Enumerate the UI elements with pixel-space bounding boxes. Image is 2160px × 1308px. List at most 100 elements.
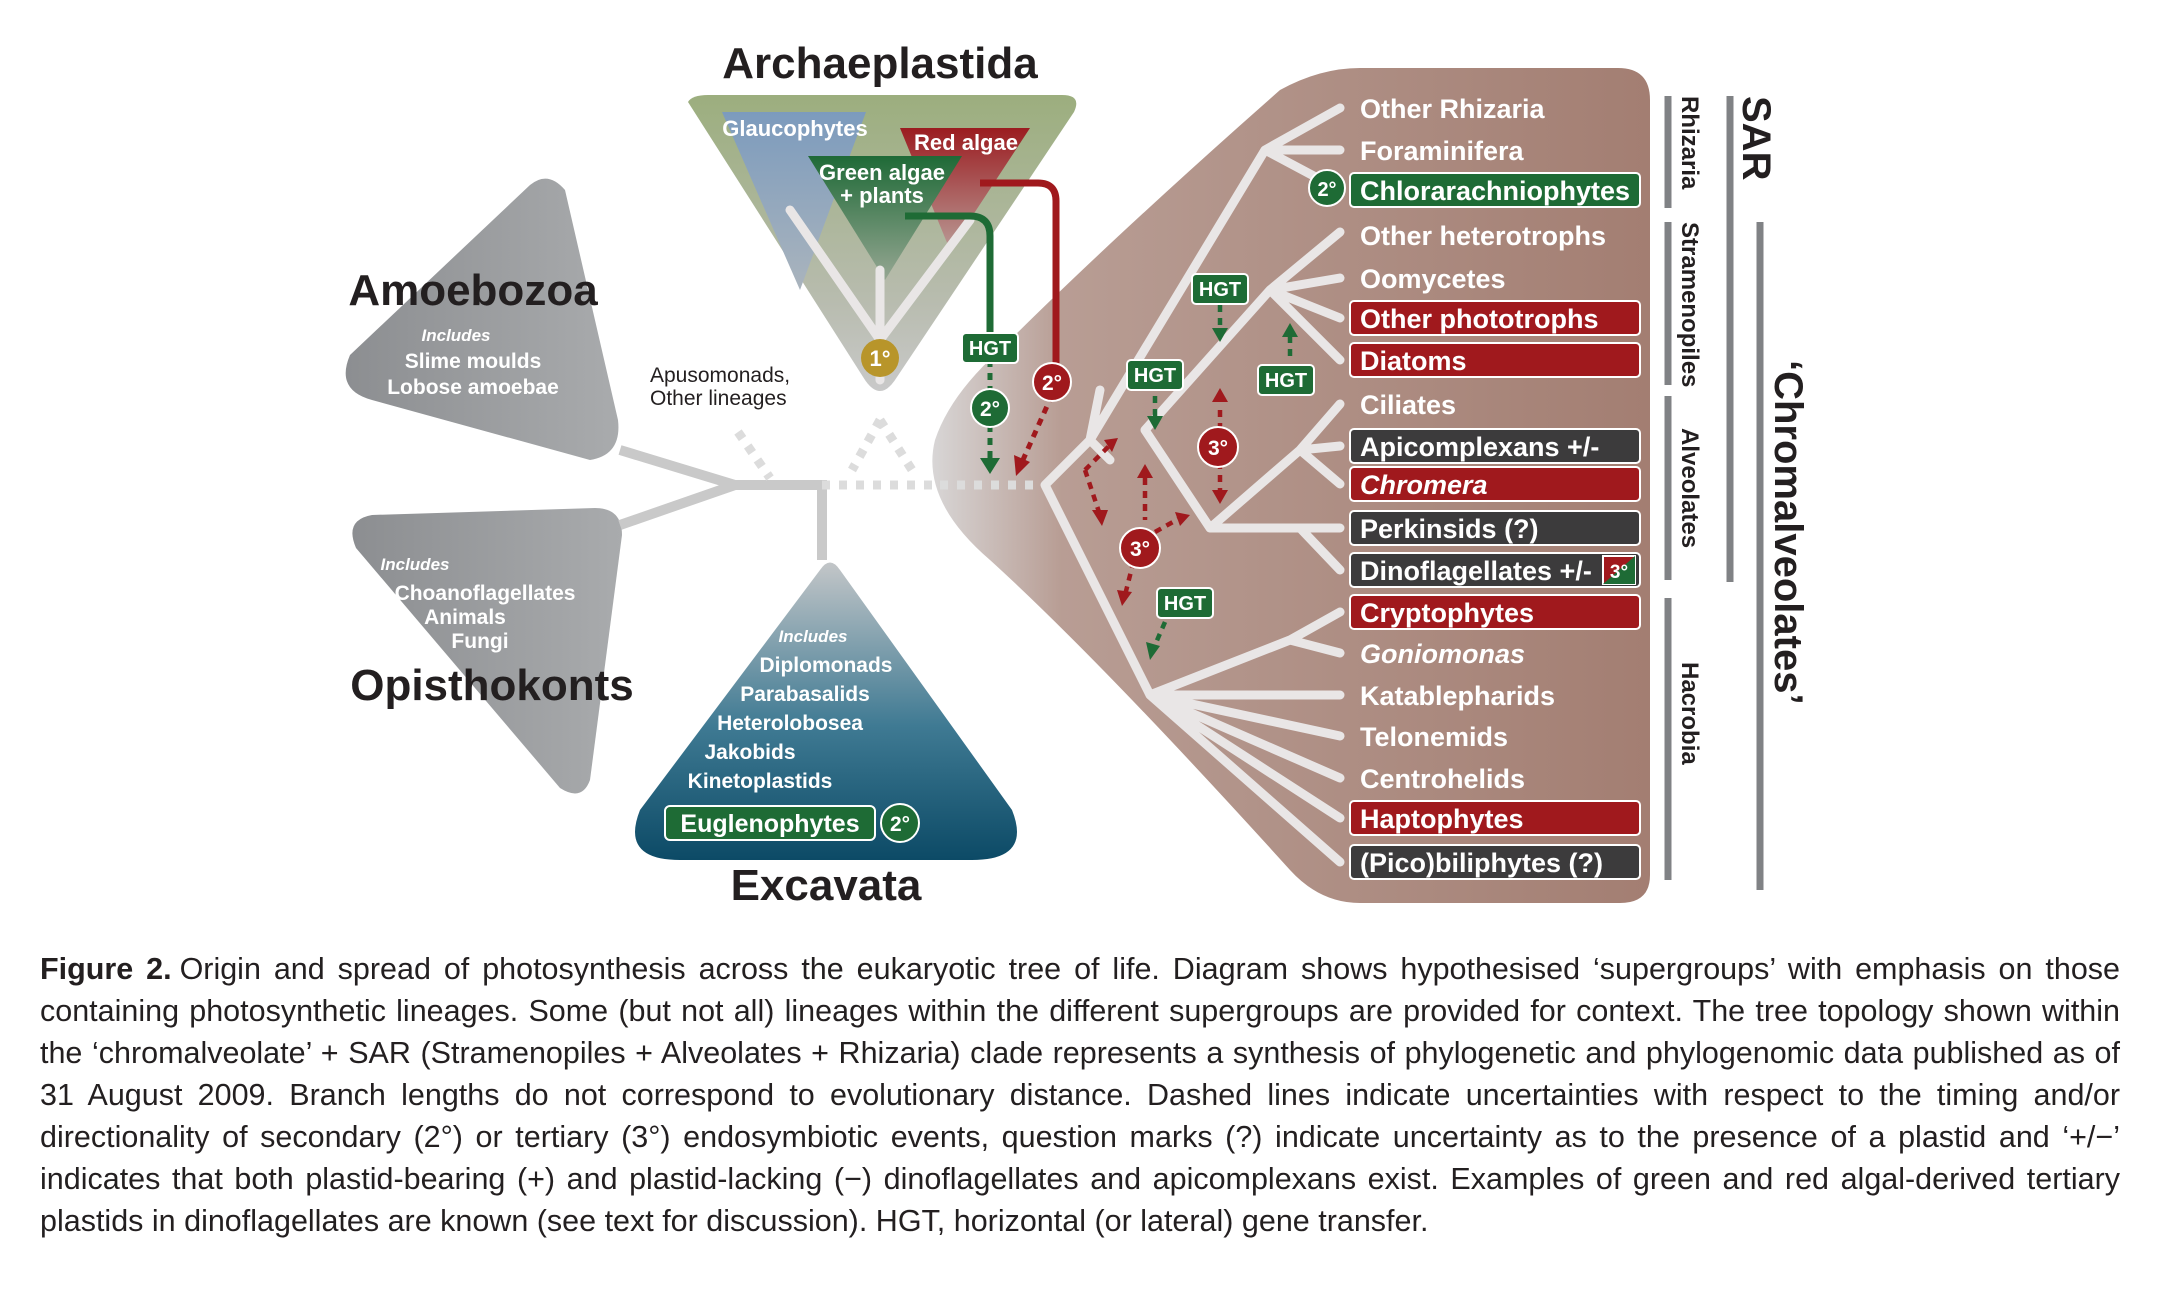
hgt-badge-1: HGT: [1191, 273, 1249, 305]
svg-text:HGT: HGT: [1265, 370, 1307, 392]
lineage-label: Other phototrophs: [1360, 304, 1598, 334]
excavata-shape: [635, 562, 1017, 860]
excavata-item-1: Parabasalids: [740, 683, 870, 706]
svg-text:Euglenophytes: Euglenophytes: [680, 810, 859, 838]
lineage-row: Telonemids: [1360, 722, 1508, 752]
hgt-badge-3: HGT: [1257, 364, 1315, 396]
glaucophytes-label: Glaucophytes: [722, 116, 867, 141]
tertiary-arrowheads: [1092, 388, 1228, 606]
figure-caption: Figure 2.Origin and spread of photosynth…: [40, 948, 2120, 1242]
lineage-row: Dinoflagellates +/-: [1349, 552, 1641, 588]
tertiary-badge-2: 3°: [1119, 527, 1161, 569]
lineage-label: (Pico)biliphytes (?): [1360, 848, 1603, 878]
excavata-includes: Includes: [779, 627, 848, 646]
chlorarachniophytes-secondary-badge: 2°: [1308, 169, 1346, 207]
lineage-row: Chlorarachniophytes: [1349, 172, 1641, 208]
amoebozoa-item-0: Slime moulds: [405, 350, 542, 373]
euglenophytes-tag: Euglenophytes: [664, 805, 876, 841]
lineage-label: Haptophytes: [1360, 804, 1524, 834]
opisthokonts-item-1: Animals: [424, 606, 506, 629]
figure-label: Figure 2.: [40, 952, 172, 986]
hgt-badge-green-line: HGT: [961, 332, 1019, 364]
excavata-item-3: Jakobids: [704, 741, 795, 764]
apusomonads-label-1: Apusomonads,: [650, 364, 790, 387]
lineage-row: Other Rhizaria: [1360, 94, 1546, 124]
svg-text:2°: 2°: [980, 398, 1000, 421]
archaeplastida-dashed: [848, 417, 916, 473]
lineage-label: Cryptophytes: [1360, 598, 1534, 628]
lineage-row: Goniomonas: [1360, 639, 1525, 669]
hgt-arrowheads: [1146, 323, 1298, 660]
amoebozoa-shape: [345, 178, 619, 461]
lineage-row: Chromera: [1349, 466, 1641, 502]
opisthokonts-title: Opisthokonts: [350, 661, 634, 710]
svg-text:HGT: HGT: [1164, 593, 1206, 615]
lineage-label: Oomycetes: [1360, 264, 1506, 294]
lineage-row: Haptophytes: [1349, 800, 1641, 836]
lineage-highlight: [1349, 428, 1641, 464]
lineage-highlight: [1349, 510, 1641, 546]
tertiary-badge-1: 3°: [1197, 426, 1239, 468]
chromalveolates-label: ‘Chromalveolates’: [1766, 360, 1810, 705]
euglenophytes-secondary-badge: 2°: [880, 803, 920, 843]
clade-branches: [1040, 103, 1345, 867]
archaeplastida-title: Archaeplastida: [722, 39, 1038, 88]
red-arrowhead: [1014, 455, 1030, 476]
lineage-highlight: [1349, 342, 1641, 378]
amoebozoa-includes: Includes: [422, 326, 491, 345]
lineage-label: Katablepharids: [1360, 681, 1555, 711]
hacrobia-label: Hacrobia: [1676, 662, 1703, 765]
lineage-label: Chromera: [1360, 470, 1488, 500]
caption-text: Origin and spread of photosynthesis acro…: [40, 952, 2120, 1238]
opisthokonts-item-0: Choanoflagellates: [395, 582, 576, 605]
lineage-row: Diatoms: [1349, 342, 1641, 378]
lineage-label: Dinoflagellates +/-: [1360, 556, 1592, 586]
lineage-highlight: [1349, 552, 1641, 588]
rhizaria-label: Rhizaria: [1676, 96, 1703, 190]
lineage-label: Ciliates: [1360, 390, 1456, 420]
green-algae-shape: [808, 156, 962, 280]
lineage-row: Ciliates: [1360, 390, 1456, 420]
chromalveolate-sar-clade-shape: [932, 68, 1650, 903]
side-brackets: [1664, 96, 1764, 890]
opisthokonts-includes: Includes: [381, 555, 450, 574]
lineage-label: Telonemids: [1360, 722, 1508, 752]
excavata-item-2: Heterolobosea: [717, 712, 863, 735]
apusomonads-label-2: Other lineages: [650, 387, 787, 410]
secondary-badge-red: 2°: [1032, 362, 1072, 402]
apusomonads-dashed-branch: [734, 429, 774, 481]
green-arrowhead: [980, 458, 1000, 474]
alveolates-label: Alveolates: [1676, 428, 1703, 548]
lineage-row: Apicomplexans +/-: [1349, 428, 1641, 464]
hgt-badge-2: HGT: [1126, 359, 1184, 391]
green-2nd-endosymbiosis-line: [905, 212, 994, 335]
lineage-label: Apicomplexans +/-: [1360, 432, 1599, 462]
lineage-row: Katablepharids: [1360, 681, 1555, 711]
svg-text:3°: 3°: [1130, 538, 1150, 561]
secondary-badge-green: 2°: [970, 388, 1010, 428]
lineage-highlight: [1349, 800, 1641, 836]
svg-text:3°: 3°: [1208, 437, 1228, 460]
lineage-label: Other Rhizaria: [1360, 94, 1546, 124]
hgt-arrows: [1152, 305, 1293, 646]
green-algae-label-2: + plants: [840, 183, 924, 208]
svg-text:HGT: HGT: [1199, 279, 1241, 301]
lineage-highlight: [1349, 172, 1641, 208]
lineage-highlight: [1349, 466, 1641, 502]
backbone-branches: [618, 445, 827, 560]
lineage-list: Other RhizariaForaminiferaChlorarachniop…: [1349, 94, 1641, 880]
lineage-label: Perkinsids (?): [1360, 514, 1539, 544]
svg-text:3°: 3°: [1610, 562, 1628, 583]
lineage-row: Centrohelids: [1360, 764, 1525, 794]
lineage-label: Foraminifera: [1360, 136, 1525, 166]
lineage-label: Chlorarachniophytes: [1360, 176, 1630, 206]
lineage-highlight: [1349, 844, 1641, 880]
excavata-title: Excavata: [731, 861, 922, 910]
excavata-item-0: Diplomonads: [759, 654, 892, 677]
amoebozoa-title: Amoebozoa: [348, 266, 598, 315]
lineage-highlight: [1349, 300, 1641, 336]
lineage-label: Diatoms: [1360, 346, 1467, 376]
excavata-item-4: Kinetoplastids: [688, 770, 833, 793]
lineage-label: Other heterotrophs: [1360, 221, 1606, 251]
amoebozoa-item-1: Lobose amoebae: [387, 376, 559, 399]
